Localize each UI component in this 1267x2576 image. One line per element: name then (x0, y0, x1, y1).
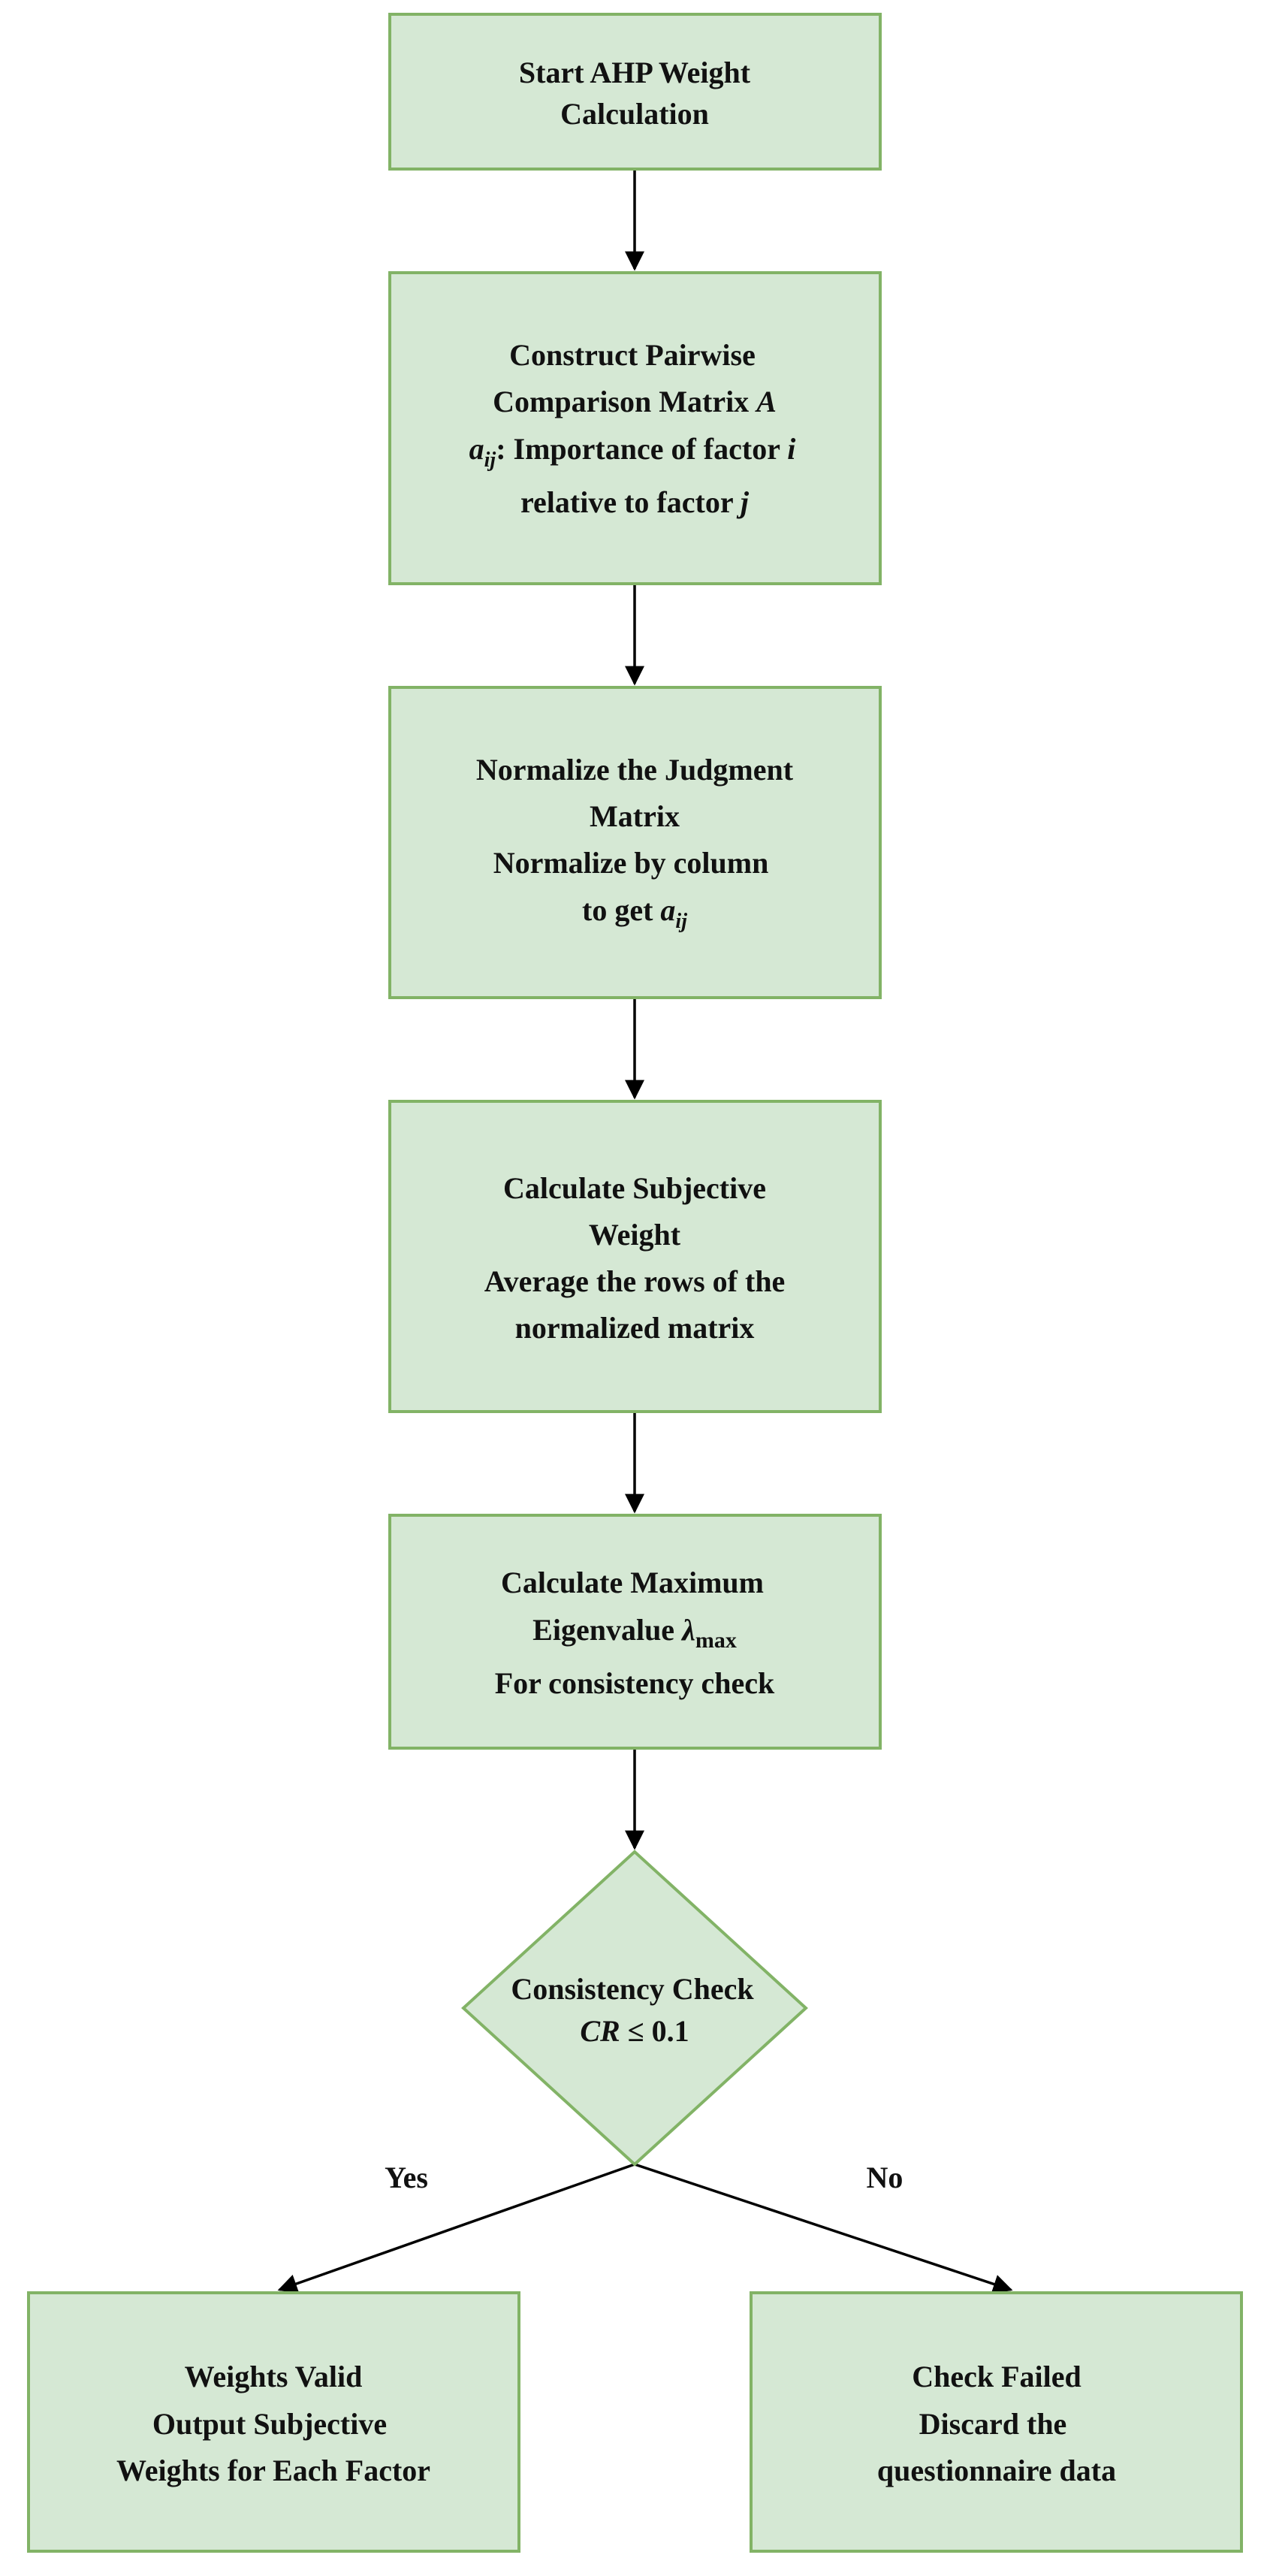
node-valid-line3: Weights for Each Factor (116, 2454, 430, 2487)
aij-symbol-2: a (660, 893, 675, 927)
node-valid-line2: Output Subjective (152, 2407, 387, 2441)
aij-symbol: a (469, 432, 484, 466)
node-check-line1: Consistency Check (511, 1972, 754, 2006)
node-pairwise-line2-text: Comparison Matrix (493, 385, 756, 418)
matrix-a-symbol: A (754, 385, 777, 418)
node-normalize-line4: to get aij (582, 893, 687, 933)
node-check-threshold: ≤ 0.1 (620, 2014, 689, 2048)
node-subjective-line3: Average the rows of the (484, 1264, 786, 1298)
node-failed-line3: questionnaire data (877, 2454, 1116, 2487)
node-subjective-box (388, 1100, 882, 1413)
node-start-box (388, 13, 882, 171)
node-normalize-line1: Normalize the Judgment (476, 753, 794, 787)
node-failed: Check Failed Discard the questionnaire d… (750, 2291, 1243, 2553)
node-eigen-box (388, 1514, 882, 1750)
lambda-subscript: max (695, 1628, 737, 1653)
connectors (277, 169, 1013, 2294)
node-start-line2: Calculation (560, 97, 709, 131)
node-pairwise-line3-text: : Importance of factor (496, 432, 787, 466)
node-pairwise-line4-text: relative to factor (520, 485, 741, 519)
arrow-check-to-failed (634, 2163, 1013, 2294)
aij-subscript-2: ij (675, 910, 687, 933)
node-pairwise: Construct Pairwise Comparison Matrix A a… (388, 271, 882, 585)
node-pairwise-line1: Construct Pairwise (509, 338, 756, 372)
node-eigen-line2-text: Eigenvalue (532, 1613, 682, 1647)
node-pairwise-line4: relative to factor j (520, 485, 750, 519)
node-pairwise-line3: aij: Importance of factor i (469, 432, 796, 472)
node-pairwise-line2: Comparison Matrix A (493, 385, 777, 418)
node-failed-line2: Discard the (919, 2407, 1067, 2441)
aij-subscript: ij (484, 448, 496, 472)
node-failed-box (750, 2291, 1243, 2553)
node-normalize-line4-text: to get (582, 893, 660, 927)
node-subjective-line1: Calculate Subjective (503, 1171, 766, 1205)
node-eigen: Calculate Maximum Eigenvalue λmax For co… (388, 1514, 882, 1750)
node-normalize: Normalize the Judgment Matrix Normalize … (388, 686, 882, 999)
node-subjective-line2: Weight (589, 1218, 681, 1252)
node-check: Consistency Check CR ≤ 0.1 (461, 1850, 808, 2167)
edge-label-yes: Yes (385, 2161, 428, 2194)
node-valid: Weights Valid Output Subjective Weights … (27, 2291, 520, 2553)
node-valid-box (27, 2291, 520, 2553)
node-subjective-line4: normalized matrix (515, 1311, 755, 1345)
node-eigen-line2: Eigenvalue λmax (532, 1613, 737, 1653)
node-check-diamond (461, 1850, 808, 2167)
node-pairwise-box (388, 271, 882, 585)
factor-i-symbol: i (787, 432, 795, 466)
node-normalize-box (388, 686, 882, 999)
node-eigen-line3: For consistency check (495, 1666, 775, 1700)
cr-symbol: CR (580, 2014, 620, 2048)
node-normalize-line3: Normalize by column (493, 846, 769, 880)
node-start: Start AHP Weight Calculation (388, 13, 882, 171)
node-failed-line1: Check Failed (912, 2360, 1081, 2393)
node-normalize-line2: Matrix (590, 799, 680, 833)
node-start-line1: Start AHP Weight (519, 56, 751, 89)
node-check-line2: CR ≤ 0.1 (580, 2014, 689, 2048)
arrow-check-to-valid (277, 2163, 635, 2294)
edge-label-no: No (867, 2161, 903, 2194)
node-valid-line1: Weights Valid (185, 2360, 363, 2393)
node-subjective: Calculate Subjective Weight Average the … (388, 1100, 882, 1413)
lambda-symbol: λ (680, 1613, 695, 1647)
node-eigen-line1: Calculate Maximum (501, 1566, 764, 1599)
